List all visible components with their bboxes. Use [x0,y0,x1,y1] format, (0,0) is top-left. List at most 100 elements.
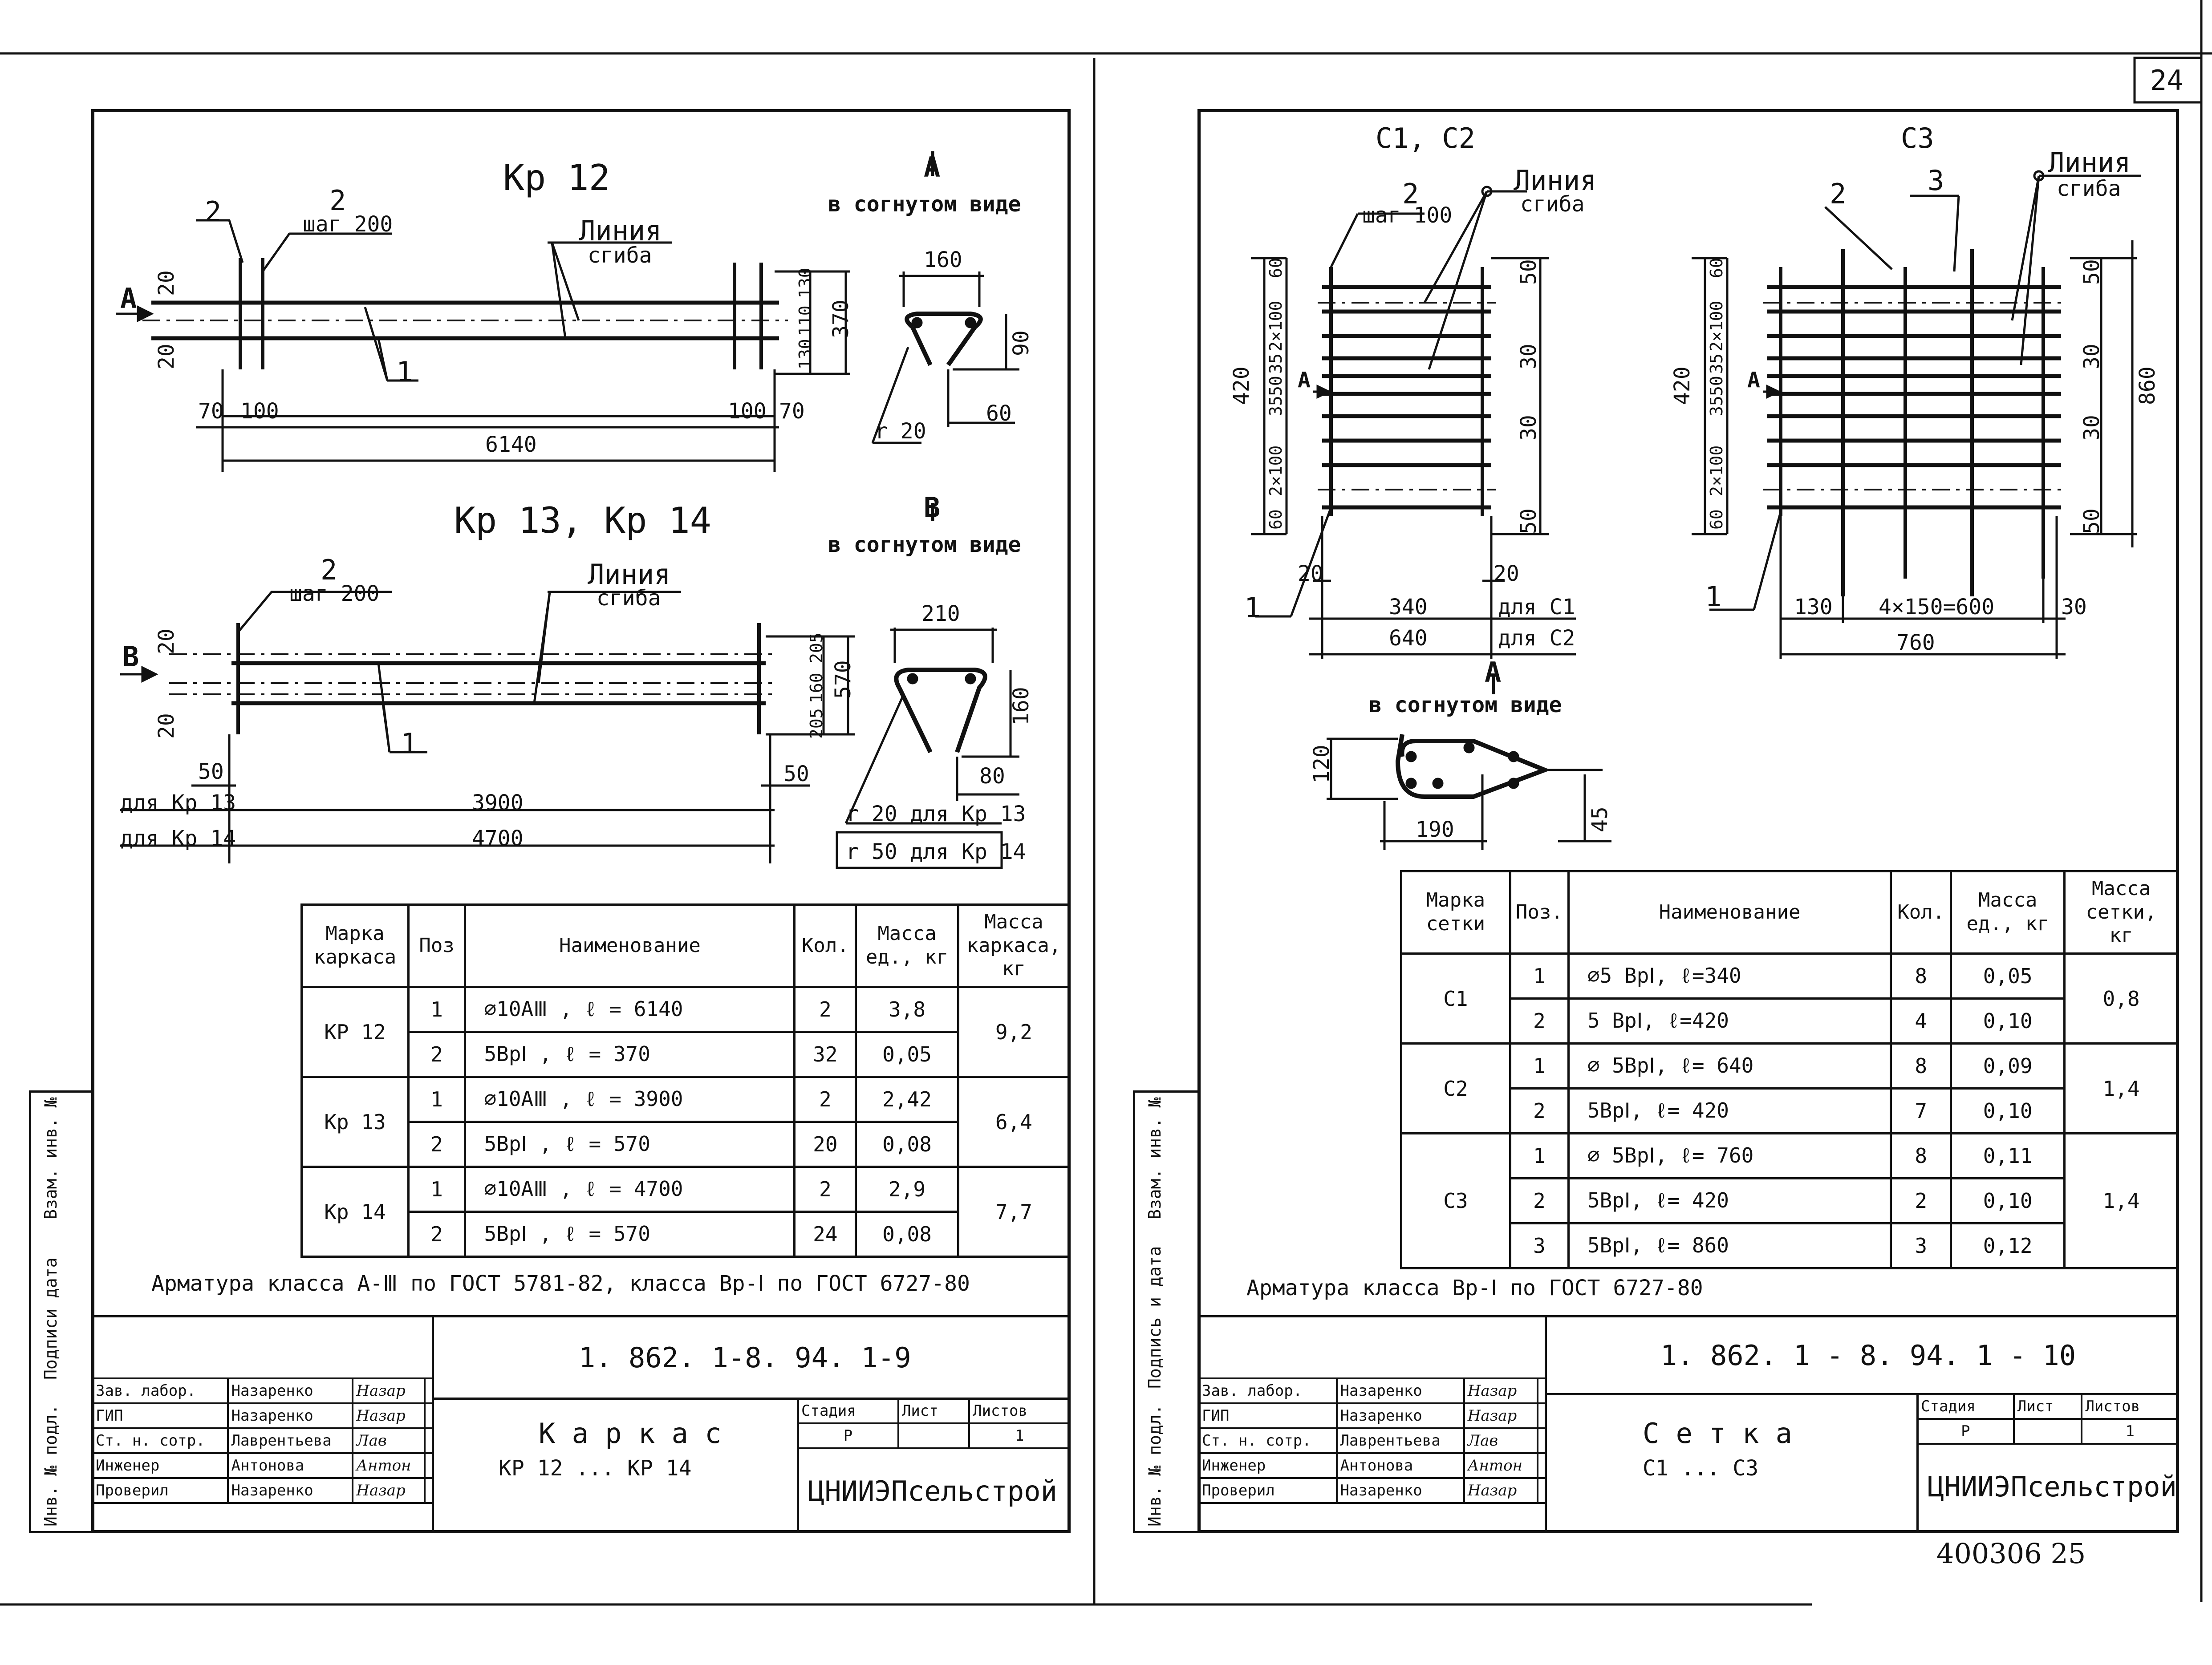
c3-d130: 130 [1794,595,1833,620]
kr13-bend-line2: сгиба [597,586,661,611]
table-cell: 2 [407,1211,467,1258]
right-stage-table: Стадия Лист Листов Р 1 [1916,1393,2179,1445]
c3-r30b: 30 [2079,415,2104,441]
c1c2-title: С1, С2 [1376,122,1475,154]
table-cell: 3 [1890,1222,1952,1269]
table-cell: 2 [793,986,857,1033]
kr12-d20a: 20 [154,270,179,296]
table-cell: 2,9 [855,1166,959,1213]
staff-date [1536,1477,1547,1504]
staff-name: Назаренко [227,1477,354,1504]
table-cell: 2 [1509,997,1570,1045]
staff-signature: Лав [1463,1427,1538,1454]
staff-name: Назаренко [227,1402,354,1429]
left-sheet-label: Лист [897,1398,970,1424]
staff-date [1536,1427,1547,1454]
left-hdr-qty: Кол. [793,903,857,988]
c1c2-v2x100b: 2×100 [1266,445,1286,496]
table-cell: ⌀5 ВрⅠ, ℓ=340 [1567,952,1892,1000]
c3-v2x100a: 2×100 [1707,300,1726,352]
c1c2-step: шаг 100 [1362,203,1453,228]
table-cell: 5ВрⅠ, ℓ= 420 [1567,1087,1892,1134]
right-staff-table: Зав. лабор. Назаренко Назар ГИП Назаренк… [1197,1377,1547,1504]
c1c2-v35b: 35 [1266,396,1286,416]
kr13-r14: r 50 для Кр 14 [846,839,1026,864]
table-cell: 1 [407,1166,467,1213]
kr12-s60: 60 [986,401,1012,426]
left-hdr-name: Наименование [464,903,796,988]
kr13-d160: 160 [807,672,826,703]
kr12-section-caption: в согнутом виде [828,192,1021,217]
table-cell: 5ВрⅠ , ℓ = 570 [464,1121,796,1168]
right-hdr-mass: Масса ед., кг [1950,870,2066,955]
left-drawing-code: 1. 862. 1-8. 94. 1-9 [579,1341,911,1374]
staff-name: Назаренко [1335,1377,1465,1404]
staff-role: ГИП [91,1402,229,1429]
table-row: 2 5ВрⅠ, ℓ= 420 7 0,10 [1401,1087,2178,1134]
right-side-strip [1133,1090,1200,1533]
kr12-pos2b: 2 [329,184,346,217]
table-cell: 5ВрⅠ , ℓ = 370 [464,1031,796,1078]
staff-name: Назаренко [1335,1402,1465,1429]
left-sheets-value: 1 [968,1422,1071,1449]
right-section-caption: в согнутом виде [1369,693,1562,717]
staff-signature: Антон [1463,1452,1538,1479]
table-cell: 2 [1890,1177,1952,1224]
staff-role: Зав. лабор. [91,1377,229,1404]
staff-signature: Назар [352,1477,426,1504]
table-row: Инженер Антонова Антон [91,1452,434,1479]
c3-r50b: 50 [2079,508,2104,534]
table-cell: 0,10 [1950,1087,2066,1134]
kr13-d20a: 20 [154,628,179,654]
table-row: Ст. н. сотр. Лаврентьева Лав [91,1427,434,1454]
c3-pos1: 1 [1705,580,1722,613]
right-note: Арматура класса Вр-Ⅰ по ГОСТ 6727-80 [1246,1276,1703,1300]
staff-signature: Назар [1463,1477,1538,1504]
left-spec-table: Марка каркаса Поз Наименование Кол. Масс… [300,903,1071,1258]
staff-name: Антонова [227,1452,354,1479]
left-side-inv: Инв. № подл. [41,1404,61,1527]
kr13-pos1: 1 [401,727,418,760]
kr13-s80: 80 [979,764,1005,789]
c1c2-v50: 50 [1266,376,1286,396]
table-cell: 2 [1509,1087,1570,1134]
table-cell: 0,12 [1950,1222,2066,1269]
table-cell: 0,08 [855,1211,959,1258]
right-hdr-pos: Поз. [1509,870,1570,955]
table-row: Кр 13 1 ⌀10АⅢ , ℓ = 3900 2 2,42 6,4 [300,1076,1071,1168]
left-sheets-label: Листов [968,1398,1071,1424]
right-side-vzam: Взам. инв. № [1145,1097,1165,1219]
table-cell: 3 [1509,1222,1570,1269]
table-cell: 0,10 [1950,997,2066,1045]
c1c2-bend-line: Линия [1514,164,1597,197]
kr12-d130b: 130 [796,339,815,369]
kr12-step: шаг 200 [303,212,393,237]
kr13-section-caption: в согнутом виде [828,532,1021,557]
c3-r50a: 50 [2079,259,2104,285]
staff-role: Ст. н. сотр. [1197,1427,1338,1454]
table-cell: 0,05 [1950,952,2066,1000]
table-cell: 0,11 [1950,1132,2066,1179]
table-row: Проверил Назаренко Назар [91,1477,434,1504]
table-cell: 8 [1890,952,1952,1000]
table-cell: 0,10 [1950,1177,2066,1224]
right-sheets-label: Листов [2081,1393,2179,1420]
kr12-pos1: 1 [396,356,413,388]
right-spec-table: Марка сетки Поз. Наименование Кол. Масса… [1400,870,2179,1269]
kr13-s210: 210 [921,601,960,626]
left-hdr-total: Масса каркаса, кг [957,903,1071,988]
staff-role: Ст. н. сотр. [91,1427,229,1454]
c1c2-r30a: 30 [1516,344,1541,369]
table-cell: 1 [407,986,467,1033]
kr12-d100a: 100 [240,399,279,424]
staff-name: Лаврентьева [1335,1427,1465,1454]
left-side-vzam: Взам. инв. № [41,1097,61,1219]
table-cell: 2 [793,1076,857,1123]
c3-w760: 760 [1896,630,1935,655]
staff-date [1536,1402,1547,1429]
table-cell: ⌀ 5ВрⅠ, ℓ= 640 [1567,1042,1892,1090]
table-cell: 2 [1509,1177,1570,1224]
staff-signature: Назар [1463,1402,1538,1429]
kr13-for13: для Кр 13 [120,790,236,815]
kr12-d100b: 100 [728,399,767,424]
